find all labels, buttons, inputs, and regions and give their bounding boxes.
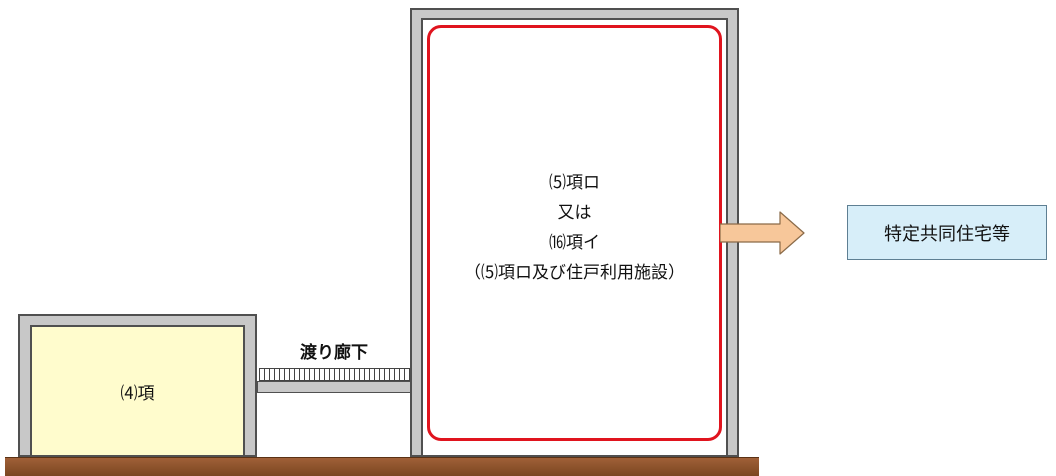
building-5 [421, 18, 728, 455]
building-4: ⑷項 [30, 325, 245, 455]
corridor-floor [257, 381, 412, 393]
arrow-right-icon [720, 211, 805, 255]
building-4-label: ⑷項 [120, 383, 155, 404]
result-label: 特定共同住宅等 [884, 223, 1010, 245]
result-box: 特定共同住宅等 [847, 205, 1047, 260]
building-5-line-1: ⑸項ロ [549, 173, 600, 193]
corridor-label: 渡り廊下 [300, 343, 368, 363]
corridor-railing [259, 368, 410, 381]
building-5-line-2: 又は [557, 203, 592, 223]
ground-line [5, 457, 759, 476]
building-5-labels: ⑸項ロ 又は ⒃項イ （⑸項ロ及び住戸利用施設） [427, 168, 722, 288]
building-5-line-3: ⒃項イ [549, 233, 600, 253]
building-5-line-4: （⑸項ロ及び住戸利用施設） [464, 263, 685, 283]
building-4-outer-wall: ⑷項 [18, 314, 257, 457]
building-5-outer-wall [410, 8, 739, 457]
